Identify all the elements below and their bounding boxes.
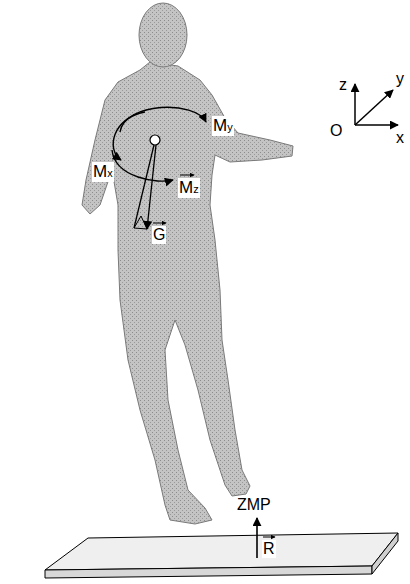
axis-label: z [338, 76, 348, 94]
floor-plate-side [45, 566, 372, 578]
centre-of-mass [150, 135, 160, 145]
vector-mark [180, 175, 194, 176]
moment-arc-x [113, 112, 145, 160]
y-axis [355, 90, 393, 125]
axis-label: y [395, 70, 405, 88]
point-label: ZMP [236, 496, 272, 514]
floor-plate-edge [372, 533, 398, 574]
moment-arc-z [112, 150, 173, 181]
gravity-vector [147, 145, 156, 229]
vector-mark [263, 537, 275, 538]
origin-label: O [329, 122, 343, 140]
axis-label: x [395, 129, 405, 147]
force-label: R [262, 540, 276, 558]
head-silhouette [139, 3, 187, 67]
moment-label: Mz [178, 178, 200, 198]
moment-label: Mx [92, 162, 114, 182]
x-axis [355, 124, 398, 126]
force-label: G [152, 226, 166, 244]
vector-mark [153, 223, 166, 224]
floor-plate [45, 533, 398, 570]
moment-label: My [212, 116, 234, 136]
reaction-vector [256, 518, 258, 558]
z-axis [354, 84, 356, 125]
moment-arc-y [120, 107, 206, 132]
body-silhouette [82, 62, 293, 524]
force-triangle [134, 216, 147, 229]
